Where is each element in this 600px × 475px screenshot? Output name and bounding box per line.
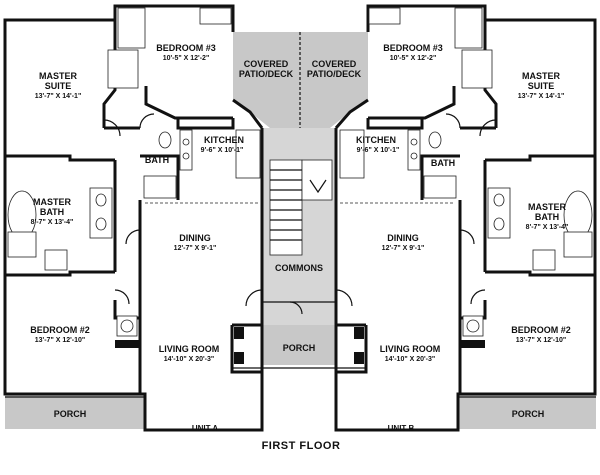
labels-unit-a: MASTER SUITE 13'-7" X 14'-1" BEDROOM #3 … (30, 43, 293, 419)
master-suite-a-label-2: SUITE (45, 81, 72, 91)
bath-b-label: BATH (431, 158, 455, 168)
porch-b-label: PORCH (512, 409, 545, 419)
right-porch-shade (458, 394, 596, 429)
living-room-a-label: LIVING ROOM (159, 344, 220, 354)
bedroom3-b-dim: 10'-5" X 12'-2" (390, 55, 437, 62)
living-room-b-dim: 14'-10" X 20'-3" (385, 356, 435, 363)
floor-title: FIRST FLOOR (262, 440, 341, 452)
dining-a-label: DINING (179, 233, 211, 243)
covered-patio-a-label: COVERED (244, 59, 289, 69)
covered-patio-a-label-2: PATIO/DECK (239, 69, 294, 79)
kitchen-a-dim: 9'-6" X 10'-1" (201, 147, 244, 154)
bedroom2-a-label: BEDROOM #2 (30, 325, 90, 335)
labels-unit-b: MASTER SUITE 13'-7" X 14'-1" BEDROOM #3 … (307, 43, 571, 419)
master-bath-b-label: MASTER (528, 202, 567, 212)
master-suite-b-label: MASTER (522, 71, 561, 81)
master-suite-a-label: MASTER (39, 71, 78, 81)
living-room-a-dim: 14'-10" X 20'-3" (164, 356, 214, 363)
covered-patio-b-label: COVERED (312, 59, 357, 69)
bedroom2-b-label: BEDROOM #2 (511, 325, 571, 335)
dining-b-dim: 12'-7" X 9'-1" (382, 245, 425, 252)
center-porch-shade (262, 325, 336, 365)
bath-a-label: BATH (145, 155, 169, 165)
bedroom2-a-dim: 13'-7" X 12'-10" (35, 337, 85, 344)
kitchen-b-label: KITCHEN (356, 135, 396, 145)
bedroom3-a-dim: 10'-5" X 12'-2" (163, 55, 210, 62)
master-suite-b-label-2: SUITE (528, 81, 555, 91)
kitchen-a-label: KITCHEN (204, 135, 244, 145)
center-porch-label: PORCH (283, 343, 316, 353)
master-bath-b-dim: 8'-7" X 13'-4" (526, 224, 569, 231)
bedroom2-b-dim: 13'-7" X 12'-10" (516, 337, 566, 344)
bedroom3-b-label: BEDROOM #3 (383, 43, 443, 53)
porch-a-label: PORCH (54, 409, 87, 419)
fixtures (5, 7, 596, 398)
master-bath-a-dim: 8'-7" X 13'-4" (31, 219, 74, 226)
unit-a-label: UNIT A (192, 424, 219, 433)
master-suite-b-dim: 13'-7" X 14'-1" (518, 93, 565, 100)
master-bath-b-label-2: BATH (535, 212, 559, 222)
master-suite-a-dim: 13'-7" X 14'-1" (35, 93, 82, 100)
unit-b-label: UNIT B (388, 424, 415, 433)
master-bath-a-label-2: BATH (40, 207, 64, 217)
bedroom3-a-label: BEDROOM #3 (156, 43, 216, 53)
kitchen-b-dim: 9'-6" X 10'-1" (357, 147, 400, 154)
dining-a-dim: 12'-7" X 9'-1" (174, 245, 217, 252)
labels-center: COMMONS PORCH (275, 263, 323, 353)
stairs (269, 159, 333, 256)
left-porch-shade (5, 394, 145, 429)
doors (103, 113, 497, 315)
master-bath-a-label: MASTER (33, 197, 72, 207)
commons-label: COMMONS (275, 263, 323, 273)
living-room-b-label: LIVING ROOM (380, 344, 441, 354)
dining-b-label: DINING (387, 233, 419, 243)
covered-patio-b-label-2: PATIO/DECK (307, 69, 362, 79)
